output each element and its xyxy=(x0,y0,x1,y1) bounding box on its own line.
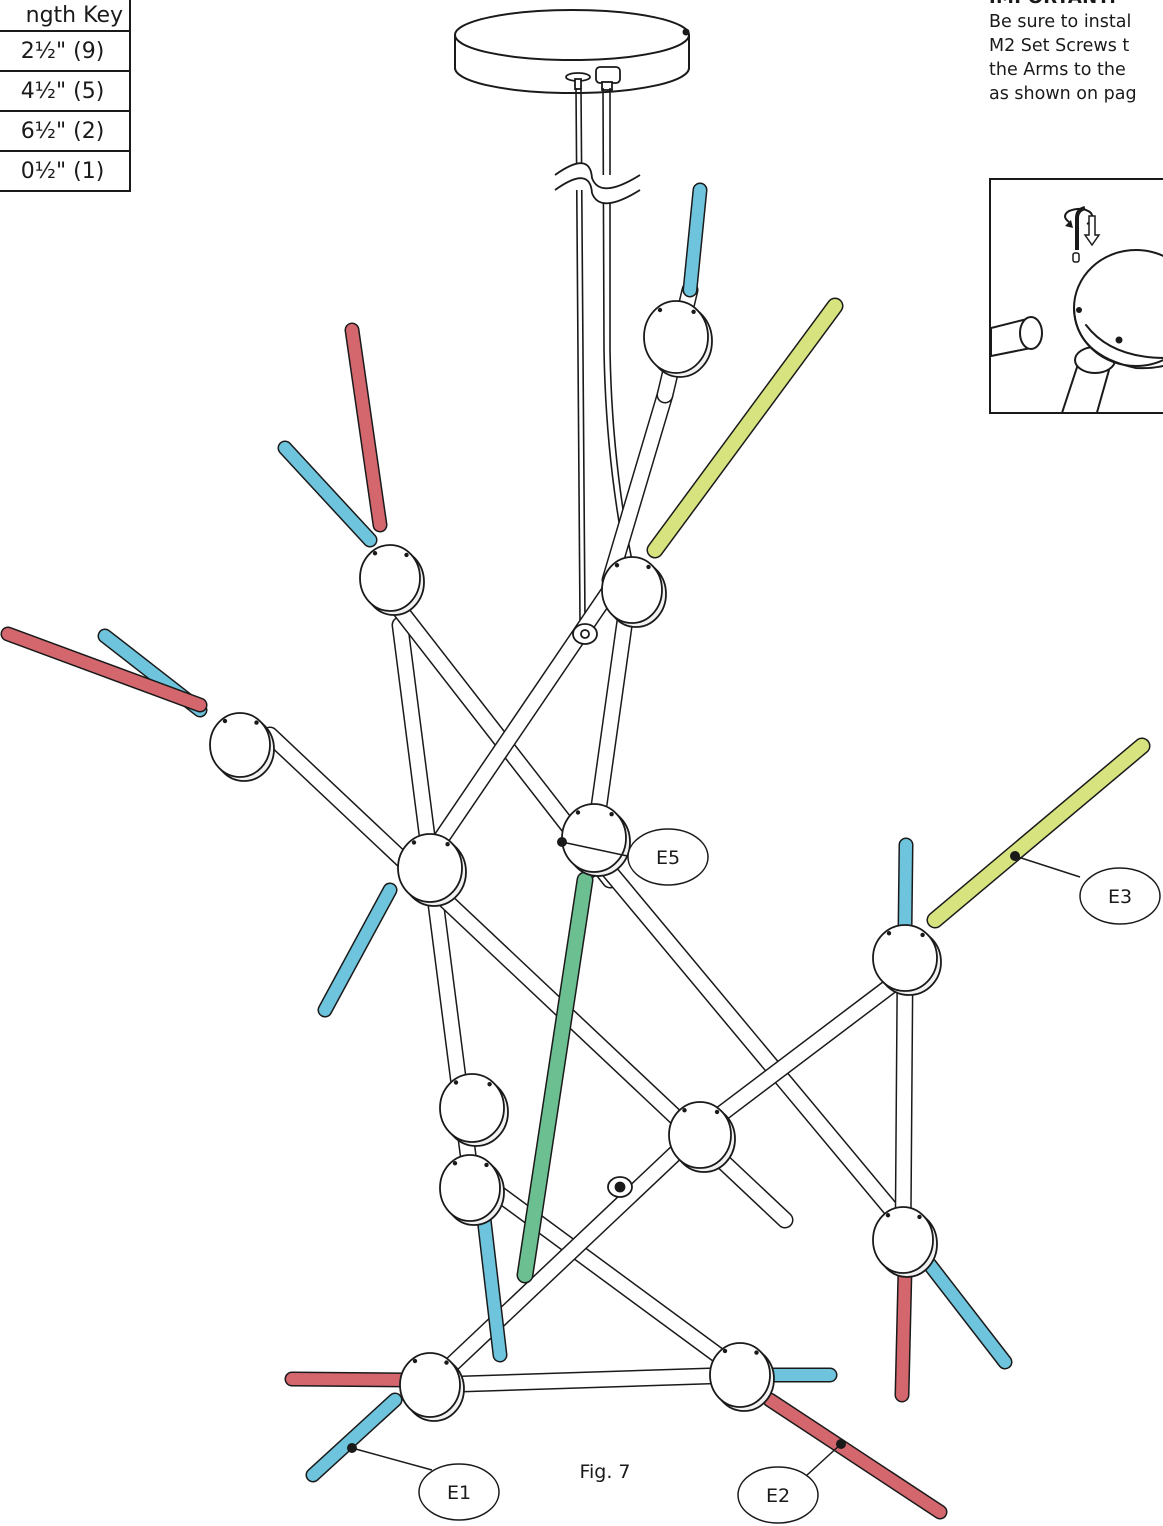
cable-clamp xyxy=(572,623,633,1198)
set-screw-detail-inset xyxy=(989,178,1163,414)
hub-sphere-8 xyxy=(439,1154,505,1226)
callout-e2-label: E2 xyxy=(766,1485,790,1507)
important-line-2: M2 Set Screws t xyxy=(989,36,1130,56)
length-key-row-3: 6½" (2) xyxy=(0,110,129,150)
hub-sphere-9 xyxy=(668,1101,736,1173)
callout-e5-label: E5 xyxy=(656,847,680,869)
arm-rod-8 xyxy=(421,1366,749,1394)
important-line-1: Be sure to instal xyxy=(989,12,1132,32)
hub-sphere-1 xyxy=(643,300,713,378)
hub-sphere-10 xyxy=(872,924,942,996)
arm-rod-7 xyxy=(471,1171,754,1384)
arm-rod-18 xyxy=(475,1202,508,1363)
hub-sphere-13 xyxy=(709,1342,775,1412)
length-key-row-4: 0½" (1) xyxy=(0,150,129,190)
arm-rod-11 xyxy=(894,966,914,1249)
canopy-fittings xyxy=(565,66,621,91)
hub-sphere-5 xyxy=(561,803,631,877)
callout-e3-label: E3 xyxy=(1108,886,1132,908)
hub-sphere-4 xyxy=(397,833,467,907)
arm-rod-5 xyxy=(591,851,909,1229)
callout-e2: E2 xyxy=(737,1439,846,1524)
callout-e1-label: E1 xyxy=(447,1482,471,1504)
important-note: IMPORTANT: Be sure to instal M2 Set Scre… xyxy=(989,0,1163,106)
arm-rod-27 xyxy=(762,1392,948,1520)
arm-rod-29 xyxy=(926,737,1151,929)
length-key-row-2: 4½" (5) xyxy=(0,70,129,110)
arm-rod-25 xyxy=(894,1262,913,1403)
hub-sphere-3 xyxy=(601,556,667,628)
arm-rod-30 xyxy=(516,871,594,1284)
arm-rod-16 xyxy=(317,882,398,1018)
length-key-table: ngth Key 2½" (9) 4½" (5) 6½" (2) 0½" (1) xyxy=(0,0,131,192)
arm-rod-14 xyxy=(682,182,708,298)
arm-rod-15 xyxy=(277,440,378,548)
figure-caption: Fig. 7 xyxy=(579,1461,630,1483)
ceiling-canopy xyxy=(454,9,690,94)
hub-sphere-6 xyxy=(209,712,275,782)
arm-rod-28 xyxy=(646,297,844,559)
arm-rod-20 xyxy=(922,1257,1013,1370)
arm-rod-12 xyxy=(601,386,674,589)
arm-rod-24 xyxy=(0,626,208,713)
callout-e5: E5 xyxy=(557,828,709,886)
hub-sphere-7 xyxy=(439,1073,509,1147)
arm-rod-26 xyxy=(284,1371,418,1388)
arm-rod-23 xyxy=(344,322,388,533)
hub-spheres xyxy=(209,300,942,1422)
cable-break-symbol xyxy=(554,162,641,205)
arm-rod-9 xyxy=(421,1121,709,1394)
arm-rod-22 xyxy=(305,1392,403,1483)
important-heading: IMPORTANT: xyxy=(989,0,1163,10)
arm-rod-10 xyxy=(691,966,914,1139)
callout-e3: E3 xyxy=(1010,851,1161,925)
hub-sphere-11 xyxy=(872,1206,938,1278)
arm-rod-19 xyxy=(897,837,914,938)
hub-sphere-2 xyxy=(359,544,425,616)
length-key-header: ngth Key xyxy=(25,2,123,28)
callout-e1: E1 xyxy=(347,1443,500,1521)
hub-sphere-12 xyxy=(399,1352,465,1422)
important-line-4: as shown on pag xyxy=(989,84,1137,104)
length-key-row-1: 2½" (9) xyxy=(0,30,129,70)
important-line-3: the Arms to the xyxy=(989,60,1126,80)
